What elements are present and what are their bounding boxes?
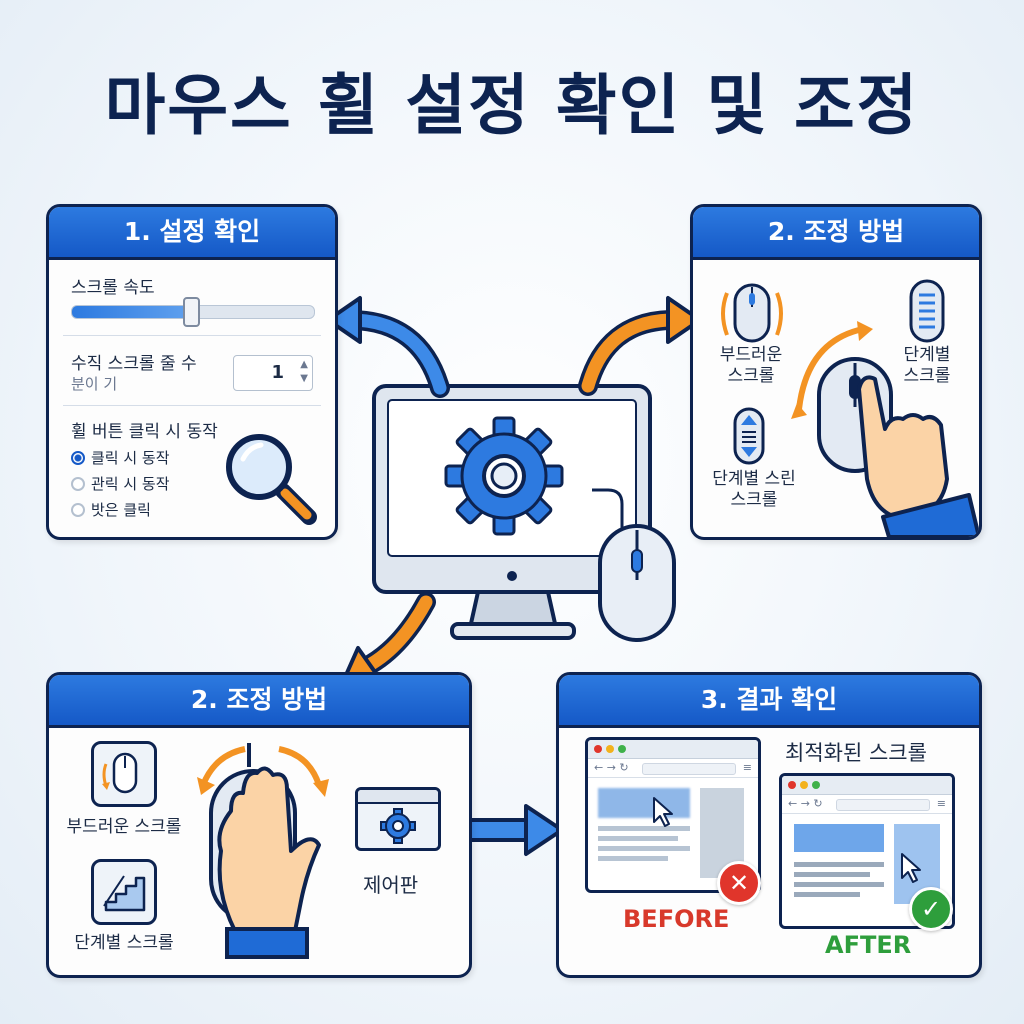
divider bbox=[63, 335, 321, 336]
radio-label: 밧은 클릭 bbox=[91, 501, 151, 519]
stepper-arrows-icon[interactable]: ▲▼ bbox=[300, 359, 308, 384]
arrow-to-adjust-top-icon bbox=[578, 296, 702, 396]
radio-label: 관릭 시 동작 bbox=[91, 475, 170, 493]
smooth-scroll-label: 부드러운 스크롤 bbox=[66, 817, 182, 837]
radio-option-2[interactable]: 관릭 시 동작 bbox=[71, 473, 170, 494]
step-skin-line2: 스크롤 bbox=[730, 490, 778, 510]
panel-header: 2. 조정 방법 bbox=[49, 675, 469, 728]
before-browser-window: ← → ↻ ≡ bbox=[585, 737, 761, 893]
step-label-line1: 단계별 bbox=[903, 345, 951, 365]
step-skin-scroll-icon bbox=[733, 407, 765, 465]
radio-selected-icon[interactable] bbox=[71, 450, 85, 465]
scroll-lines-stepper[interactable]: 1 ▲▼ bbox=[233, 355, 313, 391]
check-icon: ✓ bbox=[909, 887, 953, 931]
slider-thumb[interactable] bbox=[183, 297, 200, 327]
settings-gear-icon bbox=[380, 808, 416, 844]
after-label: AFTER bbox=[825, 931, 912, 959]
arrow-to-check-icon bbox=[326, 296, 450, 398]
browser-titlebar bbox=[782, 776, 952, 795]
control-panel-label: 제어판 bbox=[363, 873, 419, 897]
smooth-label-line1: 부드러운 bbox=[719, 345, 783, 365]
radio-label: 클릭 시 동작 bbox=[91, 449, 170, 467]
hand-on-mouse-icon bbox=[791, 321, 979, 537]
cursor-icon bbox=[901, 853, 921, 883]
smooth-scroll-mouse-icon bbox=[721, 283, 783, 343]
radio-option-1[interactable]: 클릭 시 동작 bbox=[71, 447, 170, 468]
smooth-scroll-label: 부드러운 스크롤 bbox=[701, 345, 801, 387]
page-title: 마우스 휠 설정 확인 및 조정 bbox=[104, 67, 920, 144]
nav-arrows-icon: ← → ↻ bbox=[788, 797, 823, 810]
step-scroll-icon-box bbox=[91, 859, 157, 925]
scroll-lines-value: 1 bbox=[271, 362, 284, 383]
cursor-icon bbox=[653, 797, 673, 827]
smooth-label-line2: 스크롤 bbox=[727, 366, 775, 386]
browser-nav: ← → ↻ ≡ bbox=[782, 795, 952, 814]
result-check-panel: 3. 결과 확인 최적화된 스크롤 ← → ↻ ≡ ✕ BEFORE bbox=[556, 672, 982, 978]
arrow-to-result-icon bbox=[466, 804, 564, 856]
step-skin-line1: 단계별 스린 bbox=[712, 469, 796, 489]
browser-titlebar bbox=[588, 740, 758, 759]
browser-nav: ← → ↻ ≡ bbox=[588, 759, 758, 778]
panel-header: 2. 조정 방법 bbox=[693, 207, 979, 260]
smooth-scroll-icon-box bbox=[91, 741, 157, 807]
wheel-click-label: 휠 버튼 클릭 시 동작 bbox=[71, 422, 218, 442]
step-scroll-label: 단계별 스크롤 bbox=[879, 345, 975, 387]
mouse-icon bbox=[598, 524, 676, 642]
radio-option-3[interactable]: 밧은 클릭 bbox=[71, 499, 151, 520]
before-label: BEFORE bbox=[623, 905, 730, 933]
settings-check-panel: 1. 설정 확인 스크롤 속도 수직 스크롤 줄 수 분이 기 1 ▲▼ 휠 버… bbox=[46, 204, 338, 540]
gear-icon bbox=[444, 416, 564, 536]
step-scroll-wheel-icon bbox=[909, 279, 945, 343]
menu-icon: ≡ bbox=[742, 761, 752, 774]
scroll-speed-label: 스크롤 속도 bbox=[71, 278, 155, 298]
x-icon: ✕ bbox=[717, 861, 761, 905]
address-bar bbox=[642, 763, 736, 775]
step-scroll-label: 단계별 스크롤 bbox=[74, 933, 174, 953]
scroll-lines-label: 수직 스크롤 줄 수 bbox=[71, 354, 197, 374]
stairs-icon bbox=[103, 875, 146, 912]
step-label-line2: 스크롤 bbox=[903, 366, 951, 386]
center-illustration bbox=[372, 384, 676, 642]
address-bar bbox=[836, 799, 930, 811]
nav-arrows-icon: ← → ↻ bbox=[594, 761, 629, 774]
adjust-method-panel-bottom: 2. 조정 방법 부드러운 스크롤 단계별 스크롤 bbox=[46, 672, 472, 978]
radio-icon[interactable] bbox=[71, 476, 85, 491]
hand-scroll-icon bbox=[197, 743, 329, 959]
adjust-method-panel-top: 2. 조정 방법 부드러운 스크롤 단계별 스크롤 단계별 스린 스크롤 bbox=[690, 204, 982, 540]
panel-header: 3. 결과 확인 bbox=[559, 675, 979, 728]
step-skin-scroll-label: 단계별 스린 스크롤 bbox=[695, 469, 813, 511]
radio-icon[interactable] bbox=[71, 502, 85, 517]
magnifier-icon bbox=[226, 434, 317, 525]
scroll-lines-sub: 분이 기 bbox=[71, 375, 118, 393]
panel-header: 1. 설정 확인 bbox=[49, 207, 335, 260]
divider bbox=[63, 405, 321, 406]
smooth-scroll-icon bbox=[102, 752, 138, 794]
control-panel-window-icon bbox=[355, 787, 441, 851]
menu-icon: ≡ bbox=[936, 797, 946, 810]
optimized-scroll-label: 최적화된 스크롤 bbox=[785, 741, 927, 765]
